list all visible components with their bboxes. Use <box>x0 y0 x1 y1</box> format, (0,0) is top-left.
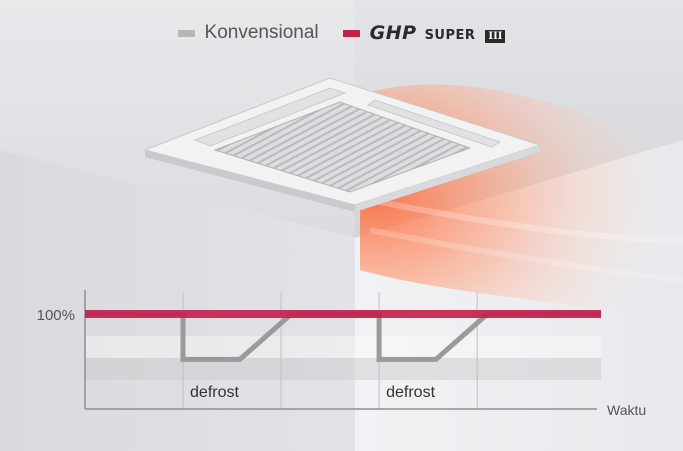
chart-band <box>85 336 601 358</box>
chart-band <box>85 358 601 380</box>
chart: 100% Waktu defrost defrost <box>37 290 646 418</box>
legend-swatch-conventional <box>177 29 195 37</box>
legend: Konvensional GHP SUPER III <box>0 22 683 44</box>
legend-label-conventional: Konvensional <box>204 22 319 43</box>
legend-swatch-ghp <box>342 29 360 37</box>
ghp-brand: GHP <box>369 22 417 44</box>
legend-item-ghp: GHP SUPER III <box>342 22 506 44</box>
annotation-defrost: defrost <box>386 384 435 401</box>
ghp-super-logo: GHP SUPER III <box>370 22 506 44</box>
ghp-super: SUPER <box>424 28 476 43</box>
x-axis-label: Waktu <box>607 402 646 418</box>
ghp-numeral: III <box>485 30 506 43</box>
y-tick-label: 100% <box>37 307 75 324</box>
legend-item-conventional: Konvensional <box>177 22 319 44</box>
left-wall <box>0 150 355 451</box>
annotation-defrost: defrost <box>190 384 239 401</box>
ceiling-cassette-icon <box>143 77 542 212</box>
